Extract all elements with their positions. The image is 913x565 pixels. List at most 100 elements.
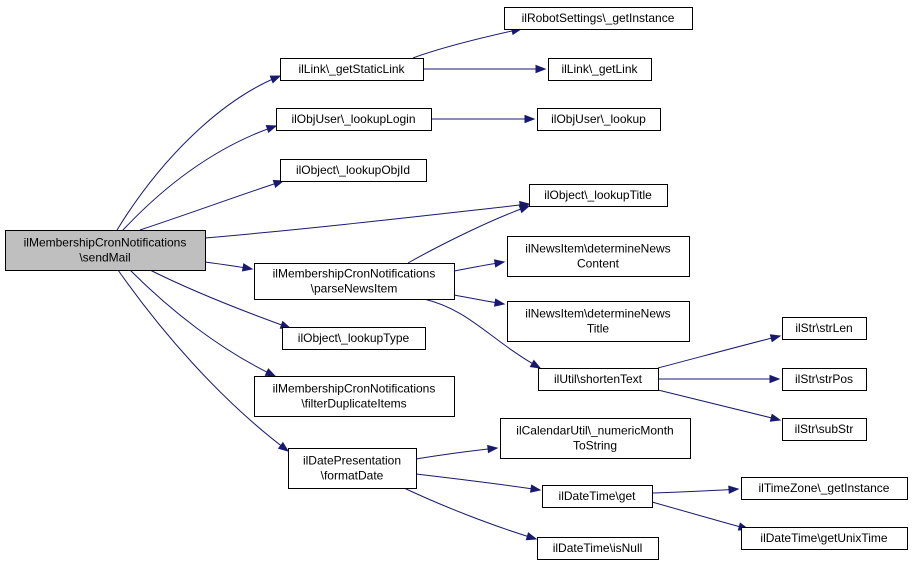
node-label-line: ToString — [573, 439, 617, 453]
node-lookupLogin[interactable]: ilObjUser\_lookupLogin — [276, 108, 432, 131]
node-dtGet[interactable]: ilDateTime\get — [542, 485, 653, 508]
node-label-line: ilNewsItem\determineNews — [525, 307, 670, 321]
node-box — [782, 418, 867, 441]
node-label-line: ilStr\strLen — [795, 321, 852, 335]
node-formatDate[interactable]: ilDatePresentation\formatDate — [288, 448, 417, 489]
node-label-line: ilDatePresentation — [303, 454, 401, 468]
node-label-line: ilObject\_lookupTitle — [544, 188, 652, 202]
edge-line — [403, 487, 537, 540]
node-box — [280, 159, 427, 182]
arrowhead — [487, 444, 499, 454]
node-label-line: Title — [587, 322, 610, 336]
node-label-line: ilDateTime\isNull — [553, 541, 643, 555]
edge-root-to-getStaticLink — [116, 75, 282, 231]
arrowhead — [493, 259, 506, 268]
edge-line — [657, 335, 781, 369]
node-box — [254, 263, 455, 300]
node-parseNewsItem[interactable]: ilMembershipCronNotifications\parseNewsI… — [254, 263, 455, 300]
node-shortenText[interactable]: ilUtil\shortenText — [538, 368, 659, 391]
node-box — [782, 317, 867, 340]
node-box — [782, 368, 867, 391]
node-label-line: \parseNewsItem — [311, 282, 398, 296]
node-box — [288, 448, 417, 489]
arrowhead — [525, 532, 538, 541]
node-lookupObjId[interactable]: ilObject\_lookupObjId — [280, 159, 427, 182]
edge-line — [149, 269, 291, 329]
edge-shortenText-to-strPos — [657, 374, 781, 384]
node-label-line: \formatDate — [321, 469, 384, 483]
arrowhead — [529, 359, 542, 369]
node-label-line: Content — [577, 257, 620, 271]
arrowhead — [493, 298, 506, 307]
node-label-line: ilDateTime\get — [559, 489, 637, 503]
node-strLen[interactable]: ilStr\strLen — [782, 317, 867, 340]
node-label-line: ilMembershipCronNotifications — [273, 267, 436, 281]
node-label-line: ilObject\_lookupObjId — [296, 163, 410, 177]
node-robotSettings[interactable]: ilRobotSettings\_getInstance — [504, 7, 693, 30]
arrowhead — [769, 413, 782, 422]
edge-line — [423, 298, 541, 369]
node-tzGetInstance[interactable]: ilTimeZone\_getInstance — [741, 477, 908, 500]
node-subStr[interactable]: ilStr\subStr — [782, 418, 867, 441]
node-isNull[interactable]: ilDateTime\isNull — [537, 537, 659, 560]
node-box — [507, 236, 690, 277]
edge-getStaticLink-to-robotSettings — [412, 26, 523, 59]
edge-formatDate-to-isNull — [403, 487, 538, 541]
node-box — [537, 537, 659, 560]
node-box — [5, 230, 206, 271]
arrowhead — [535, 64, 547, 74]
node-root[interactable]: ilMembershipCronNotifications\sendMail — [5, 230, 206, 271]
edge-parseNewsItem-to-lookupTitle — [407, 205, 531, 264]
node-filterDup[interactable]: ilMembershipCronNotifications\filterDupl… — [254, 376, 455, 417]
arrowhead — [728, 485, 740, 494]
arrowhead — [264, 368, 277, 377]
arrowhead — [524, 114, 536, 124]
node-getUnixTime[interactable]: ilDateTime\getUnixTime — [741, 527, 908, 550]
node-box — [741, 527, 908, 550]
edge-shortenText-to-strLen — [657, 334, 782, 369]
edge-line — [139, 180, 284, 231]
edge-line — [415, 473, 541, 491]
node-label-line: ilDateTime\getUnixTime — [760, 531, 887, 545]
edge-formatDate-to-numericMonth — [415, 444, 499, 460]
node-lookupTitle[interactable]: ilObject\_lookupTitle — [529, 184, 668, 207]
node-getStaticLink[interactable]: ilLink\_getStaticLink — [280, 58, 424, 81]
edges-layer — [116, 26, 782, 541]
edge-line — [129, 269, 276, 377]
node-label-line: ilTimeZone\_getInstance — [759, 481, 890, 495]
arrowhead — [529, 484, 542, 493]
edge-line — [651, 501, 749, 530]
edge-parseNewsItem-to-detContent — [453, 259, 506, 272]
node-box — [507, 301, 690, 342]
node-strPos[interactable]: ilStr\strPos — [782, 368, 867, 391]
edge-line — [116, 75, 281, 231]
node-box — [276, 108, 432, 131]
arrowhead — [272, 179, 285, 188]
node-box — [529, 184, 668, 207]
edge-parseNewsItem-to-shortenText — [423, 298, 542, 369]
node-box — [254, 376, 455, 417]
node-label-line: \sendMail — [79, 251, 130, 265]
node-getLink[interactable]: ilLink\_getLink — [548, 58, 652, 81]
node-label-line: ilObject\_lookupType — [298, 331, 410, 345]
edge-dtGet-to-getUnixTime — [651, 501, 750, 531]
node-box — [282, 327, 426, 350]
node-lookupType[interactable]: ilObject\_lookupType — [282, 327, 426, 350]
node-box — [548, 58, 652, 81]
arrowhead — [769, 374, 781, 384]
node-box — [537, 108, 661, 131]
node-label-line: ilMembershipCronNotifications — [24, 236, 187, 250]
node-box — [542, 485, 653, 508]
edge-root-to-filterDup — [129, 269, 277, 377]
node-box — [538, 368, 659, 391]
arrowhead — [518, 205, 531, 214]
edge-line — [651, 488, 739, 494]
node-label-line: ilObjUser\_lookupLogin — [291, 112, 415, 126]
edge-line — [412, 28, 522, 59]
arrowhead — [769, 334, 782, 343]
node-lookup[interactable]: ilObjUser\_lookup — [537, 108, 661, 131]
edge-root-to-formatDate — [117, 269, 290, 452]
